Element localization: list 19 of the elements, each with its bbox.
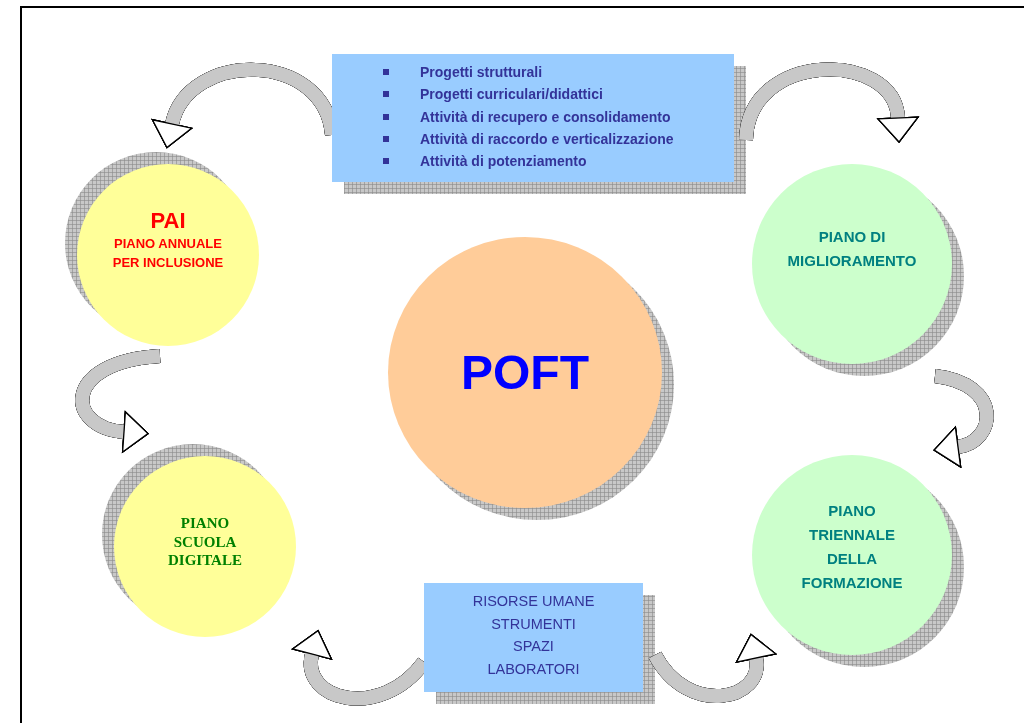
node-label: PIANO DI MIGLIORAMENTO xyxy=(786,227,918,271)
text-panel xyxy=(424,583,643,692)
list-item-text: Attività di recupero e consolidamento xyxy=(420,108,671,125)
node-label: PIANO SCUOLA DIGITALE xyxy=(167,514,243,570)
list-item-text: Progetti strutturali xyxy=(420,64,543,81)
resource-item: SPAZI xyxy=(513,637,554,656)
list-item-text: Progetti curriculari/didattici xyxy=(420,86,603,103)
acronym-title: PAI xyxy=(150,208,186,234)
node-label: POFT xyxy=(461,344,589,401)
list-item-text: Attività di potenziamento xyxy=(420,153,587,170)
node-label: PIANO TRIENNALE DELLA FORMAZIONE xyxy=(800,501,904,593)
node-label: PIANO ANNUALE PER INCLUSIONE xyxy=(111,235,225,272)
curved-arrow xyxy=(75,349,161,453)
resource-item: RISORSE UMANE xyxy=(472,592,595,611)
list-item-text: Attività di raccordo e verticalizzazione xyxy=(420,131,674,148)
resource-item: LABORATORI xyxy=(487,659,580,679)
curved-arrow xyxy=(649,633,777,703)
resource-item: STRUMENTI xyxy=(491,614,576,634)
text-panel xyxy=(332,54,734,182)
